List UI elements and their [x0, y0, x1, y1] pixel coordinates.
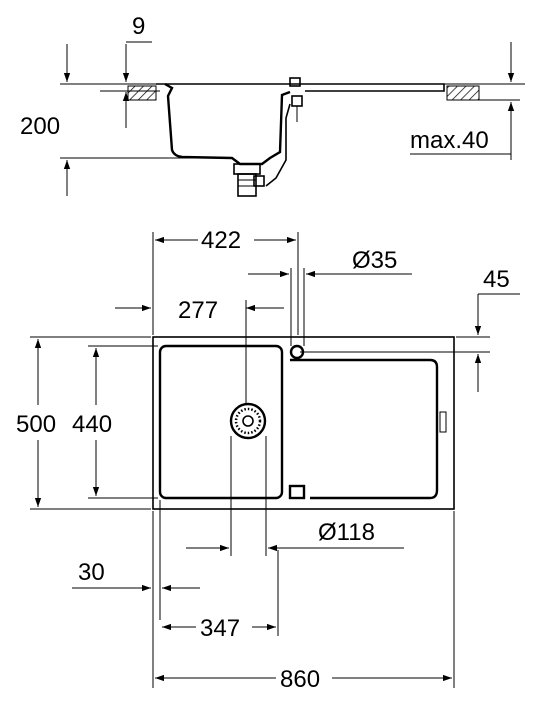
bowl-width-label: 277	[178, 297, 218, 324]
worktop-left-hatch	[127, 85, 157, 101]
worktop-thickness-label: max.40	[410, 127, 489, 154]
bowl-depth-label: 440	[72, 411, 112, 438]
tap-hole-diameter-label: Ø35	[352, 247, 397, 274]
bowl-profile	[164, 82, 291, 166]
sink-depth-label: 500	[16, 411, 56, 438]
drain-strainer	[234, 407, 262, 435]
bowl-outline	[158, 344, 284, 500]
trap-body	[237, 173, 257, 197]
depth-label: 200	[20, 113, 60, 140]
overflow-fitting	[291, 95, 303, 107]
overflow-pipe	[265, 103, 291, 187]
tap-fitting	[289, 77, 301, 87]
bowl-offset-label: 422	[201, 227, 241, 254]
drainer-edge-notch	[439, 411, 447, 433]
tap-hole-offset-label: 45	[483, 266, 510, 293]
trap-connector	[253, 175, 265, 187]
side-section-view: 9 200 max.40	[20, 13, 525, 197]
sink-width-label: 860	[280, 666, 320, 693]
drainer-outline	[290, 358, 439, 500]
overflow-outlet	[288, 484, 306, 500]
rim-thickness-label: 9	[132, 13, 145, 40]
bowl-margin-label: 30	[78, 559, 105, 586]
drain-diameter-label: Ø118	[318, 519, 375, 546]
sink-outline	[152, 336, 455, 510]
drain	[229, 402, 267, 440]
top-plan-view: 422 Ø35 45 277 500 440	[16, 227, 520, 693]
drain-position-label: 347	[200, 615, 240, 642]
drain-body	[233, 163, 261, 175]
worktop-right-hatch	[446, 85, 480, 101]
